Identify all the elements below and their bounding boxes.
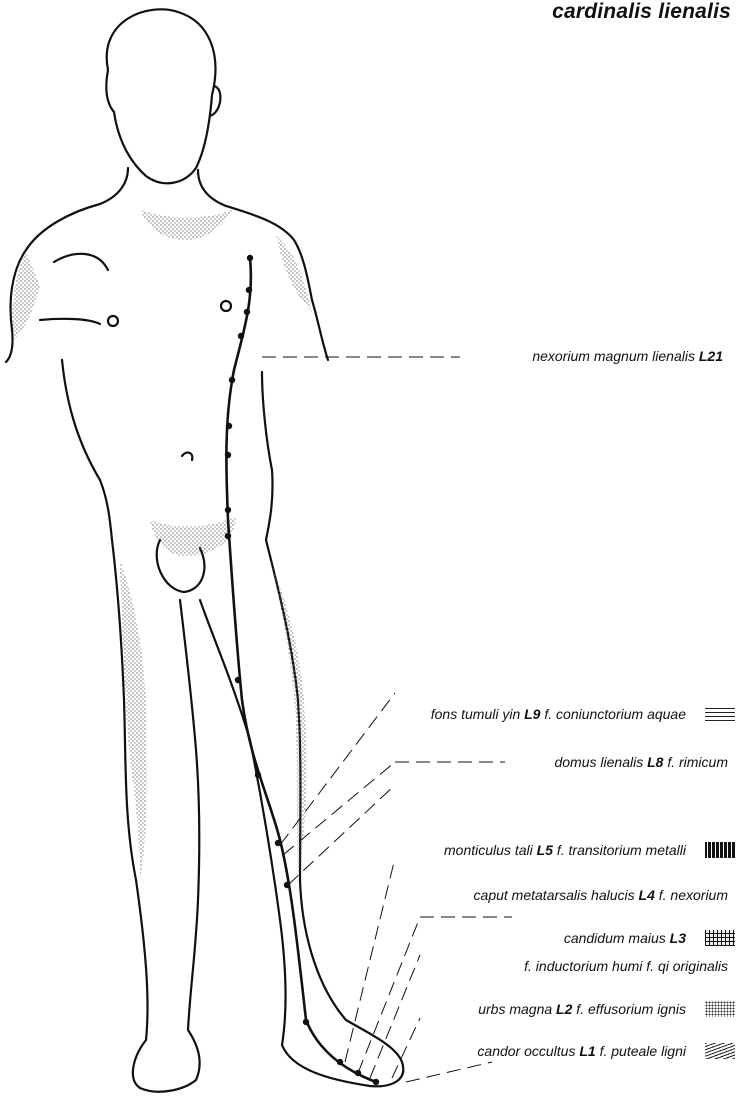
label-L2: urbs magna L2 f. effusorium ignis <box>478 1001 686 1018</box>
point-note: f. nexorium <box>659 887 728 903</box>
point-name: nexorium magnum lienalis <box>532 348 695 364</box>
navel <box>182 453 192 460</box>
point-name: candidum maius <box>564 930 666 946</box>
point-name: monticulus tali <box>444 842 533 858</box>
label-L3-note: f. inductorium humi f. qi originalis <box>524 958 728 975</box>
point-name: caput metatarsalis halucis <box>474 887 635 903</box>
swatch-water-icon <box>705 706 735 722</box>
point-code: L2 <box>556 1001 572 1017</box>
point-code: L8 <box>647 754 663 770</box>
point-name: urbs magna <box>478 1001 552 1017</box>
point-note: f. inductorium humi f. qi originalis <box>524 958 728 974</box>
point-note: f. coniunctorium aquae <box>544 706 686 722</box>
point-note: f. puteale ligni <box>600 1043 686 1059</box>
point-code: L5 <box>537 842 553 858</box>
label-L21: nexorium magnum lienalis L21 <box>532 348 723 365</box>
point-note: f. transitorium metalli <box>557 842 686 858</box>
point-name: fons tumuli yin <box>431 706 520 722</box>
head-outline <box>106 9 215 183</box>
point-code: L21 <box>699 348 723 364</box>
meridian-line <box>226 258 376 1082</box>
label-L5: monticulus tali L5 f. transitorium metal… <box>444 842 686 859</box>
point-code: L3 <box>670 930 686 946</box>
swatch-fire-icon <box>705 1001 735 1017</box>
label-L9: fons tumuli yin L9 f. coniunctorium aqua… <box>431 706 686 723</box>
neck-outline <box>100 168 226 206</box>
swatch-metal-icon <box>705 842 735 858</box>
swatch-wood-icon <box>705 1043 735 1059</box>
point-code: L9 <box>524 706 540 722</box>
left-nipple <box>108 316 118 326</box>
point-code: L4 <box>639 887 655 903</box>
label-L1: candor occultus L1 f. puteale ligni <box>477 1043 686 1060</box>
point-name: candor occultus <box>477 1043 575 1059</box>
point-note: f. rimicum <box>667 754 728 770</box>
point-note: f. effusorium ignis <box>576 1001 686 1017</box>
diagram-title-bar: cardinalis lienalis <box>0 0 741 30</box>
label-L3: candidum maius L3 <box>564 930 686 947</box>
diagram-title: cardinalis lienalis <box>552 0 731 24</box>
right-nipple <box>221 301 231 311</box>
point-code: L1 <box>579 1043 595 1059</box>
swatch-earth-icon <box>705 930 735 946</box>
label-L4: caput metatarsalis halucis L4 f. nexoriu… <box>474 887 728 904</box>
label-L8: domus lienalis L8 f. rimicum <box>554 754 728 771</box>
point-name: domus lienalis <box>554 754 643 770</box>
hip-outline <box>62 360 273 540</box>
